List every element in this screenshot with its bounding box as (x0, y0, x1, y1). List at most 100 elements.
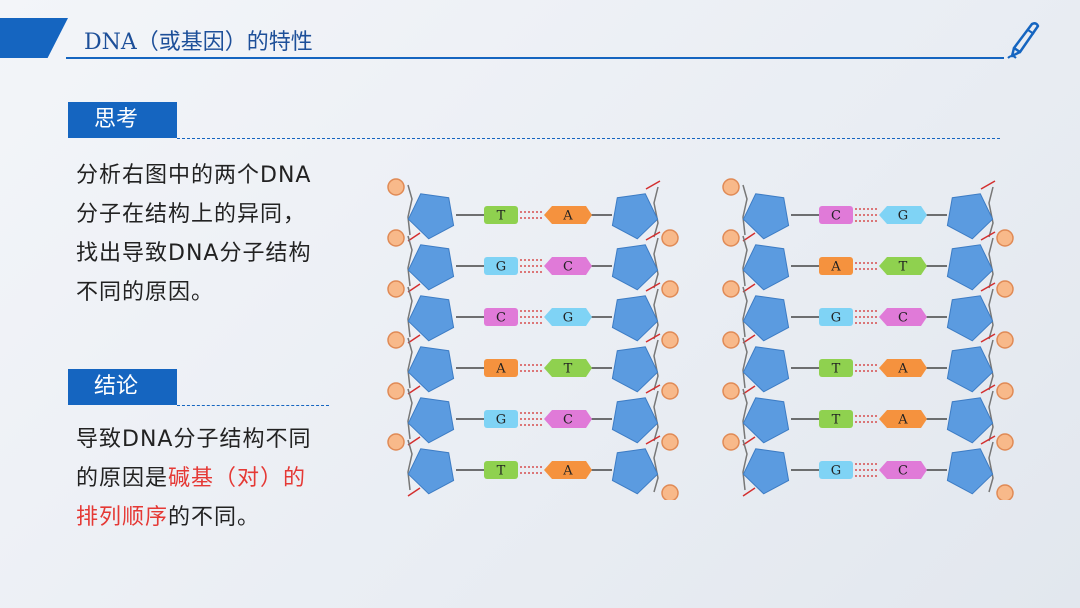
base-label: A (495, 362, 506, 377)
bond-mark (980, 180, 996, 190)
think-divider (177, 138, 1000, 139)
phosphate-group (996, 331, 1014, 349)
phosphate-group (661, 382, 679, 400)
bond-mark (645, 231, 661, 241)
phosphate-group (996, 484, 1014, 500)
deoxyribose-sugar (611, 193, 659, 240)
base-label: C (898, 311, 908, 326)
backbone-strand (988, 390, 994, 442)
bond-mark (980, 435, 996, 445)
deoxyribose-sugar (407, 346, 455, 393)
base-c (819, 206, 853, 224)
bond-mark (407, 487, 421, 497)
base-g (819, 308, 853, 326)
base-c (879, 308, 927, 326)
deoxyribose-sugar (742, 295, 790, 342)
deoxyribose-sugar (611, 295, 659, 342)
phosphate-group (722, 331, 740, 349)
backbone-strand (988, 237, 994, 289)
base-label: A (897, 362, 908, 377)
bond-mark (407, 385, 421, 395)
base-g (819, 461, 853, 479)
phosphate-group (661, 433, 679, 451)
base-g (484, 257, 518, 275)
phosphate-group (722, 382, 740, 400)
deoxyribose-sugar (946, 346, 994, 393)
pen-icon (1007, 22, 1040, 59)
conclusion-divider (177, 405, 329, 406)
backbone-strand (407, 184, 413, 236)
deoxyribose-sugar (611, 397, 659, 444)
base-label: T (832, 362, 841, 377)
deoxyribose-sugar (946, 193, 994, 240)
bond-mark (742, 232, 756, 242)
backbone-strand (653, 390, 659, 442)
bond-mark (980, 384, 996, 394)
phosphate-group (387, 433, 405, 451)
backbone-strand (988, 441, 994, 493)
base-c (544, 257, 592, 275)
base-a (544, 461, 592, 479)
base-g (484, 410, 518, 428)
backbone-strand (407, 235, 413, 287)
base-label: C (563, 260, 573, 275)
think-text: 分析右图中的两个DNA分子在结构上的异同，找出导致DNA分子结构不同的原因。 (76, 163, 312, 305)
base-label: G (831, 464, 841, 479)
base-g (544, 308, 592, 326)
deoxyribose-sugar (742, 397, 790, 444)
backbone-strand (407, 286, 413, 338)
backbone-strand (653, 237, 659, 289)
base-label: C (563, 413, 573, 428)
base-label: C (831, 209, 841, 224)
bond-mark (980, 333, 996, 343)
backbone-strand (742, 388, 748, 440)
base-a (879, 359, 927, 377)
base-label: A (830, 260, 841, 275)
base-t (484, 461, 518, 479)
base-a (879, 410, 927, 428)
deoxyribose-sugar (946, 448, 994, 495)
base-label: A (562, 209, 573, 224)
deoxyribose-sugar (611, 244, 659, 291)
phosphate-group (722, 280, 740, 298)
base-c (879, 461, 927, 479)
bond-mark (742, 283, 756, 293)
phosphate-group (722, 178, 740, 196)
base-a (819, 257, 853, 275)
phosphate-group (387, 280, 405, 298)
bond-mark (645, 333, 661, 343)
phosphate-group (387, 178, 405, 196)
bond-mark (742, 436, 756, 446)
backbone-strand (988, 288, 994, 340)
page-title: DNA（或基因）的特性 (84, 30, 313, 55)
phosphate-group (996, 382, 1014, 400)
backbone-strand (407, 337, 413, 389)
backbone-strand (653, 288, 659, 340)
bond-mark (980, 282, 996, 292)
deoxyribose-sugar (946, 295, 994, 342)
bond-mark (407, 334, 421, 344)
bond-mark (407, 436, 421, 446)
bond-mark (645, 180, 661, 190)
deoxyribose-sugar (742, 448, 790, 495)
backbone-strand (742, 184, 748, 236)
backbone-strand (407, 388, 413, 440)
phosphate-group (996, 433, 1014, 451)
bond-mark (742, 487, 756, 497)
base-label: G (563, 311, 573, 326)
deoxyribose-sugar (742, 346, 790, 393)
base-label: A (897, 413, 908, 428)
base-label: G (831, 311, 841, 326)
deoxyribose-sugar (407, 397, 455, 444)
base-label: A (562, 464, 573, 479)
bond-mark (980, 231, 996, 241)
base-a (544, 206, 592, 224)
bond-mark (645, 435, 661, 445)
conclusion-text-plain: 导致DNA分子结构不同的原因是 (76, 427, 312, 491)
backbone-strand (988, 186, 994, 238)
bond-mark (645, 282, 661, 292)
deoxyribose-sugar (946, 244, 994, 291)
base-label: C (496, 311, 506, 326)
base-t (819, 410, 853, 428)
